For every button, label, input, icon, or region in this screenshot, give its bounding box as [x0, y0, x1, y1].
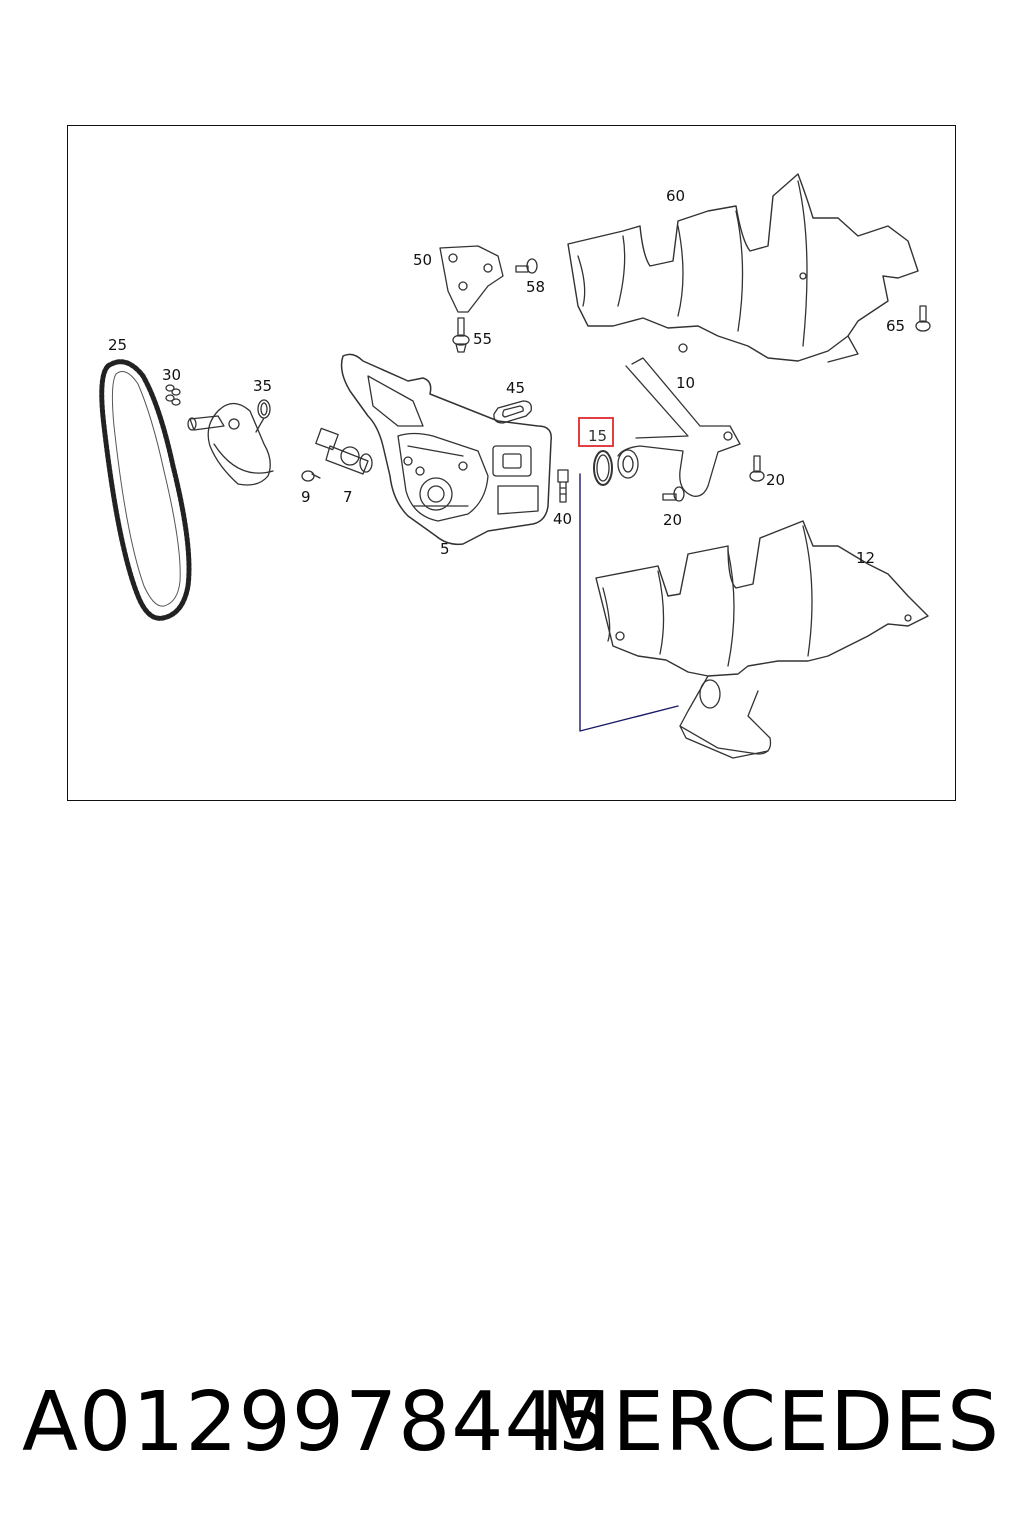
parts-diagram-frame: 25 30 35 9 7 5 45 40 50 58 55 60 65 10 1…: [67, 125, 956, 801]
bolt-part: [915, 305, 931, 332]
bolt-part: [452, 317, 470, 353]
assembly-line: [579, 473, 679, 732]
callout-50[interactable]: 50: [413, 251, 432, 269]
callout-30[interactable]: 30: [162, 366, 181, 384]
callout-55[interactable]: 55: [473, 330, 492, 348]
bolt-part: [557, 469, 569, 503]
oil-baffle-lower-part: [595, 520, 929, 759]
callout-9[interactable]: 9: [301, 488, 311, 506]
gasket-part: [493, 400, 532, 424]
callout-20-bottom[interactable]: 20: [663, 511, 682, 529]
spring-part: [255, 399, 271, 433]
callout-15[interactable]: 15: [588, 427, 607, 445]
callout-65[interactable]: 65: [886, 317, 905, 335]
callout-40[interactable]: 40: [553, 510, 572, 528]
screw-part: [301, 470, 321, 482]
callout-35[interactable]: 35: [253, 377, 272, 395]
callout-10[interactable]: 10: [676, 374, 695, 392]
callout-20-right[interactable]: 20: [766, 471, 785, 489]
callout-12[interactable]: 12: [856, 549, 875, 567]
callout-58[interactable]: 58: [526, 278, 545, 296]
callout-5[interactable]: 5: [440, 540, 450, 558]
solenoid-valve-part: [315, 427, 373, 475]
highlight-box: [578, 417, 614, 447]
timing-chain-part: [99, 359, 192, 621]
oil-pump-part: [340, 353, 552, 546]
chain-lock-part: [165, 384, 181, 406]
o-ring-part: [593, 450, 613, 486]
bracket-part: [439, 245, 504, 313]
callout-45[interactable]: 45: [506, 379, 525, 397]
oil-baffle-upper-part: [567, 173, 919, 363]
callout-7[interactable]: 7: [343, 488, 353, 506]
parts-diagram: 25 30 35 9 7 5 45 40 50 58 55 60 65 10 1…: [99, 173, 931, 759]
tensioner-rail-part: [187, 402, 274, 486]
callout-60[interactable]: 60: [666, 187, 685, 205]
callout-25[interactable]: 25: [108, 336, 127, 354]
footer: A0129978445 MERCEDES: [0, 1368, 1024, 1478]
suction-pipe-part: [617, 357, 741, 497]
bolt-part: [662, 455, 765, 502]
bolt-part: [515, 258, 538, 274]
brand-name: MERCEDES: [540, 1375, 1000, 1470]
part-number: A0129978445: [22, 1375, 611, 1470]
